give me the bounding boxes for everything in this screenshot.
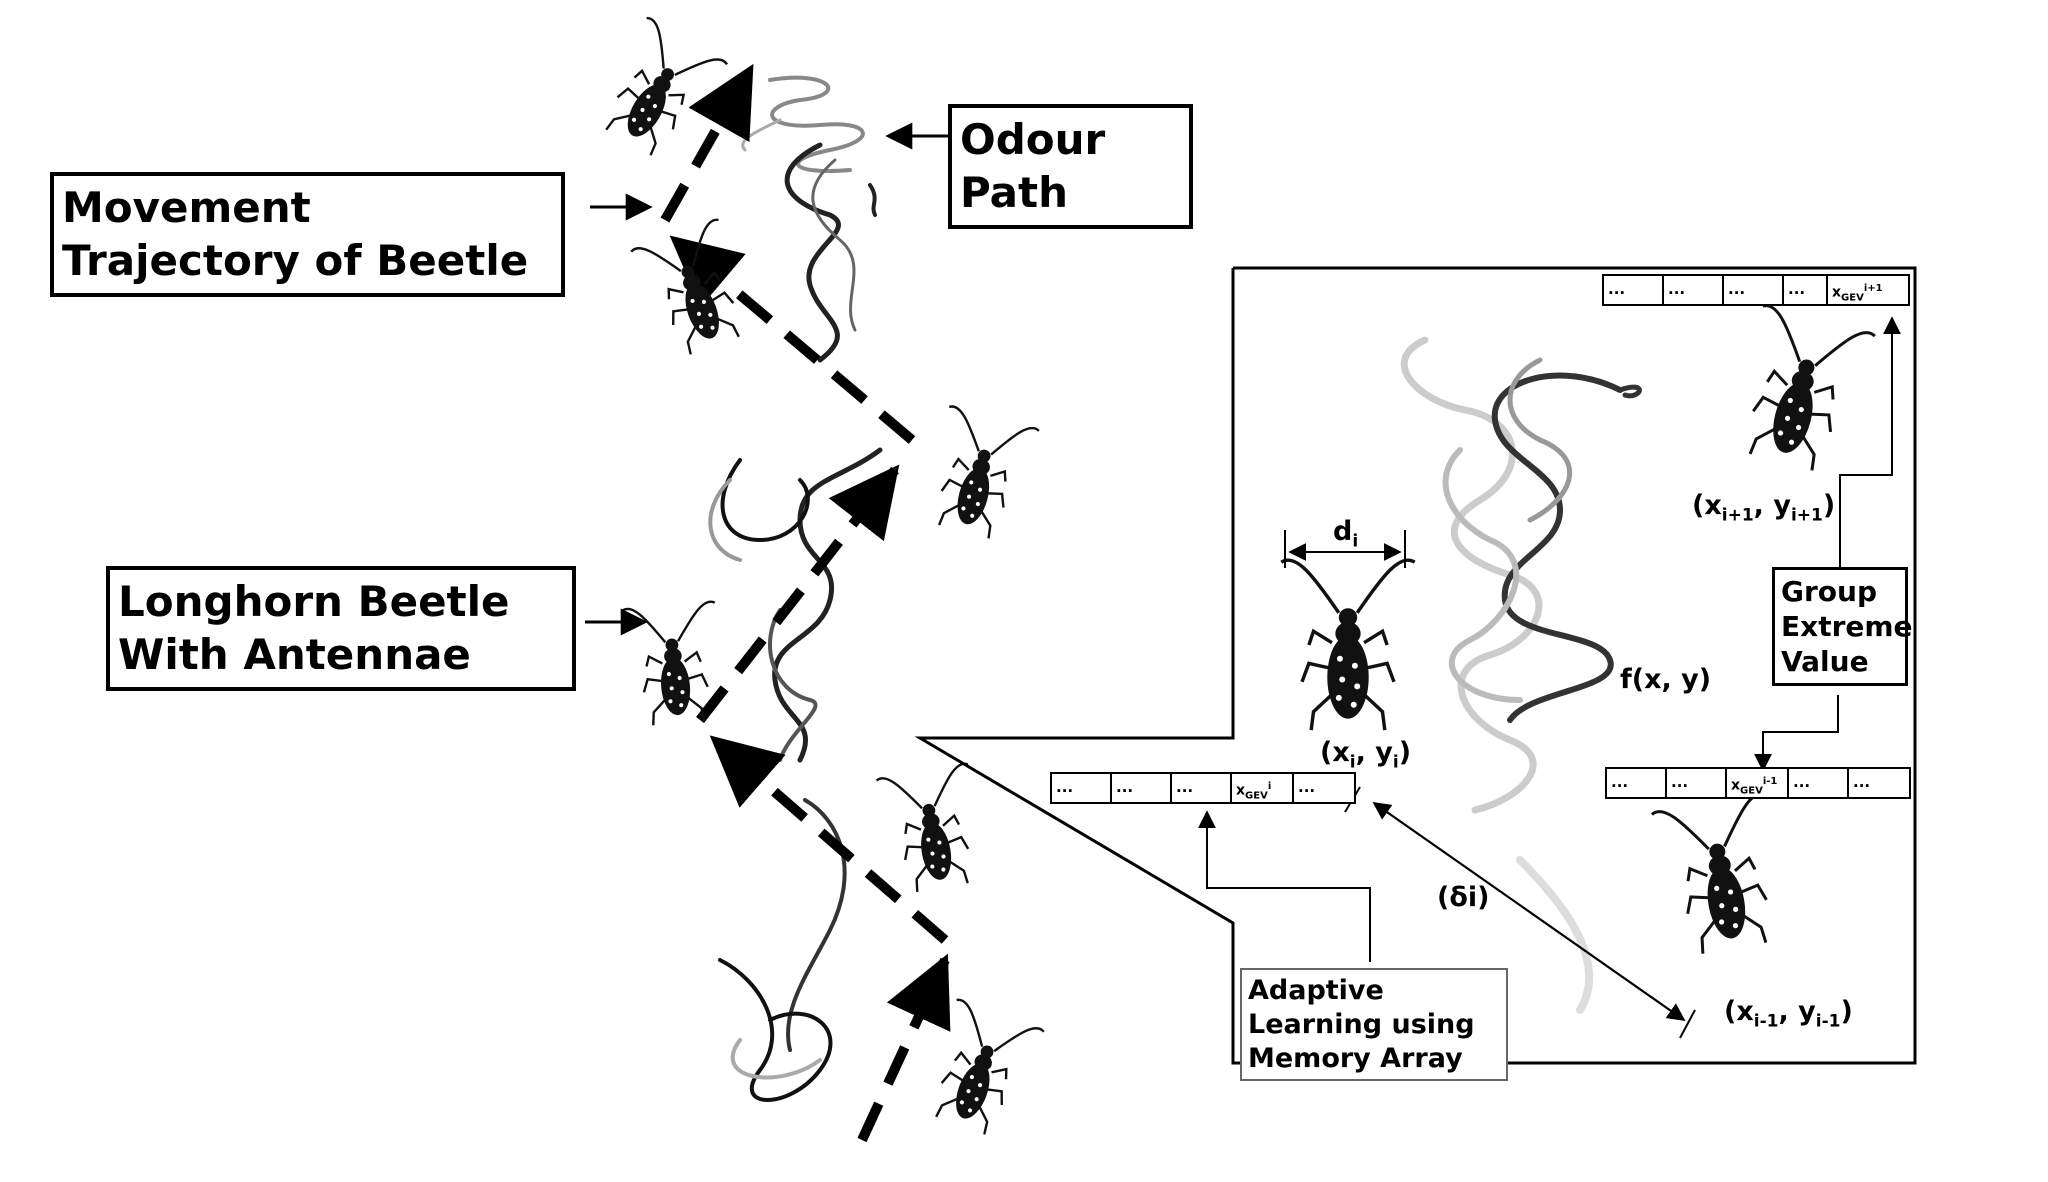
zoom-callout: [914, 266, 1917, 1065]
beetle-icon: [917, 404, 1041, 545]
memory-cell: ...: [1789, 769, 1849, 797]
memory-cell: ...: [1724, 276, 1784, 304]
odour-plume-icon: [708, 75, 883, 1102]
memory-cell: ...: [1664, 276, 1724, 304]
beetle-icon: [875, 761, 990, 897]
beetle-icon: [915, 997, 1046, 1143]
beetle-icon: [629, 217, 760, 363]
memory-cell-gev: xGEVi+1: [1832, 283, 1883, 304]
memory-array-middle: ... ... xGEVi-1 ... ...: [1605, 767, 1911, 799]
memory-cell: ...: [1052, 774, 1112, 802]
memory-cell: ...: [1112, 774, 1172, 802]
memory-cell: ...: [1172, 774, 1232, 802]
memory-cell: ...: [1784, 276, 1828, 304]
step-size-label: (δi): [1437, 882, 1490, 913]
memory-cell: ...: [1607, 769, 1667, 797]
movement-trajectory-label: Movement Trajectory of Beetle: [50, 172, 565, 297]
beetle-icon: [1279, 558, 1417, 732]
adaptive-learning-box: Adaptive Learning using Memory Array: [1240, 968, 1508, 1082]
beetle-icon: [1723, 302, 1877, 479]
antenna-distance-marker: [1284, 530, 1406, 568]
memory-array-left: ... ... ... xGEVi ...: [1050, 772, 1356, 804]
memory-connectors: [1198, 316, 1901, 962]
memory-cell: ...: [1298, 778, 1316, 796]
beetle-icon: [1650, 791, 1793, 960]
memory-cell: ...: [1604, 276, 1664, 304]
objective-function-label: f(x, y): [1620, 664, 1712, 695]
memory-cell: ...: [1853, 773, 1871, 791]
memory-cell-gev: xGEVi: [1232, 774, 1294, 802]
current-position-label: (xi, yi): [1320, 737, 1412, 773]
longhorn-beetle-label: Longhorn Beetle With Antennae: [106, 566, 576, 691]
memory-array-top: ... ... ... ... xGEVi+1: [1602, 274, 1910, 306]
memory-cell: ...: [1667, 769, 1727, 797]
previous-position-label: (xi-1, yi-1): [1724, 996, 1853, 1032]
next-position-label: (xi+1, yi+1): [1692, 490, 1836, 526]
memory-cell-gev: xGEVi-1: [1727, 769, 1789, 797]
antenna-distance-label: di: [1333, 516, 1359, 552]
odour-path-label: Odour Path: [948, 104, 1193, 229]
odour-plume-icon: [1400, 336, 1642, 1014]
group-extreme-value-box: Group Extreme Value: [1772, 567, 1913, 686]
